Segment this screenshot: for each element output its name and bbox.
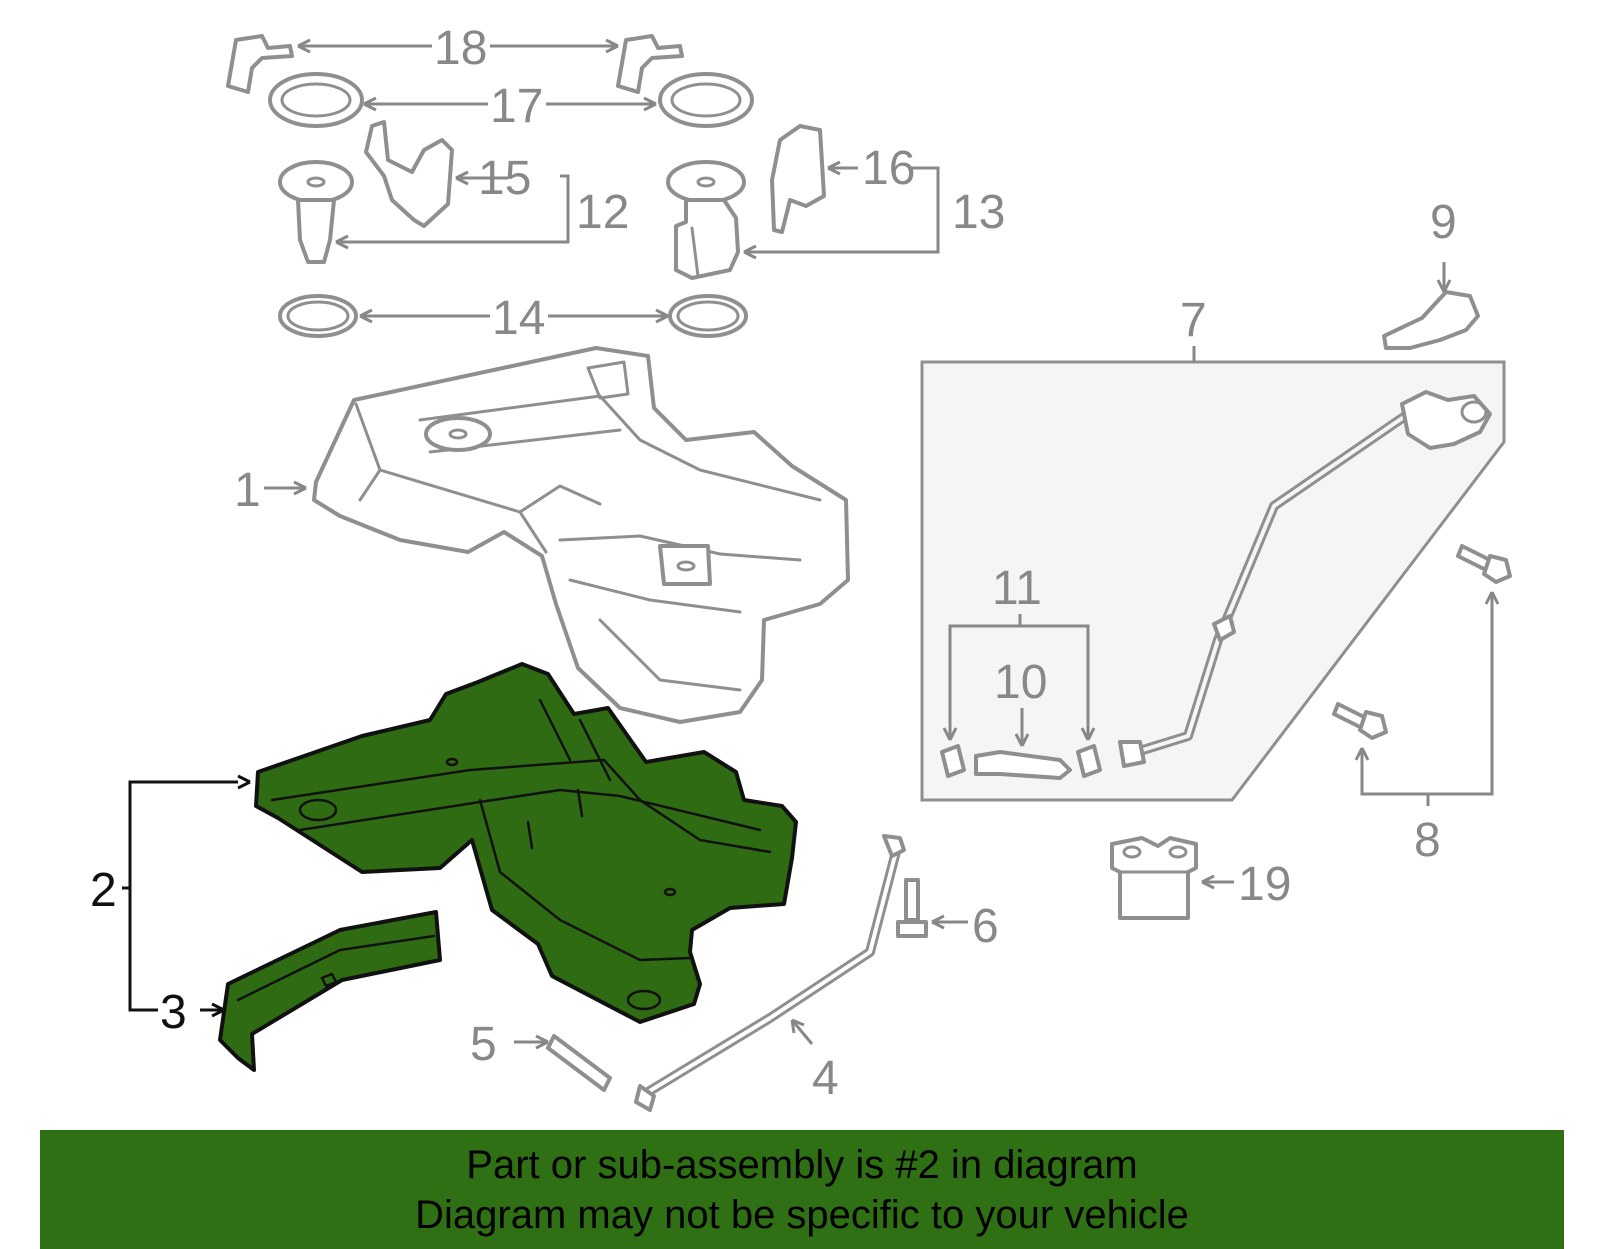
part-17-lock-ring-left[interactable] <box>268 72 364 128</box>
part-1-fuel-tank[interactable] <box>312 346 850 724</box>
part-18-bracket-right[interactable] <box>616 34 684 94</box>
label-3: 3 <box>160 986 187 1039</box>
part-5-pin[interactable] <box>546 1034 612 1092</box>
part-17-lock-ring-right[interactable] <box>658 72 754 128</box>
part-12-fuel-sender[interactable] <box>278 160 354 264</box>
label-19: 19 <box>1238 858 1291 911</box>
part-19-bracket[interactable] <box>1110 836 1198 920</box>
label-10: 10 <box>994 656 1047 709</box>
part-16-bracket[interactable] <box>770 124 826 234</box>
part-14-seal-right[interactable] <box>668 294 748 338</box>
part-8-bolt-upper[interactable] <box>1456 544 1512 584</box>
part-7-filler-pipe-box[interactable] <box>920 360 1506 802</box>
label-13: 13 <box>952 186 1005 239</box>
label-6: 6 <box>972 900 999 953</box>
label-4: 4 <box>812 1052 839 1105</box>
label-11: 11 <box>992 562 1042 615</box>
part-10-hose[interactable] <box>974 750 1072 780</box>
label-15: 15 <box>478 152 531 205</box>
label-12: 12 <box>576 186 629 239</box>
part-13-fuel-pump[interactable] <box>666 160 746 280</box>
label-17: 17 <box>490 80 543 133</box>
part-3-shield[interactable] <box>218 910 442 1072</box>
label-8: 8 <box>1414 814 1441 867</box>
part-11-clamp-right[interactable] <box>1076 744 1102 778</box>
part-8-bolt-lower[interactable] <box>1332 702 1388 740</box>
info-banner: Part or sub-assembly is #2 in diagram Di… <box>40 1130 1564 1249</box>
part-6-bolt[interactable] <box>896 878 928 938</box>
label-7: 7 <box>1180 294 1207 347</box>
part-9-fill-door-housing[interactable] <box>1382 290 1480 350</box>
label-9: 9 <box>1430 196 1457 249</box>
label-2: 2 <box>90 864 117 917</box>
part-14-seal-left[interactable] <box>278 294 358 338</box>
label-5: 5 <box>470 1018 497 1071</box>
part-15-bracket[interactable] <box>364 120 454 228</box>
part-4-tube[interactable] <box>634 834 906 1112</box>
part-2-heat-shield[interactable] <box>254 662 798 1024</box>
banner-line-2: Diagram may not be specific to your vehi… <box>415 1193 1189 1237</box>
part-18-bracket-left[interactable] <box>226 34 294 94</box>
part-11-clamp-left[interactable] <box>940 744 966 778</box>
label-18: 18 <box>434 22 487 75</box>
banner-line-1: Part or sub-assembly is #2 in diagram <box>466 1143 1138 1187</box>
label-16: 16 <box>862 142 915 195</box>
label-1: 1 <box>234 464 261 517</box>
label-14: 14 <box>492 292 545 345</box>
